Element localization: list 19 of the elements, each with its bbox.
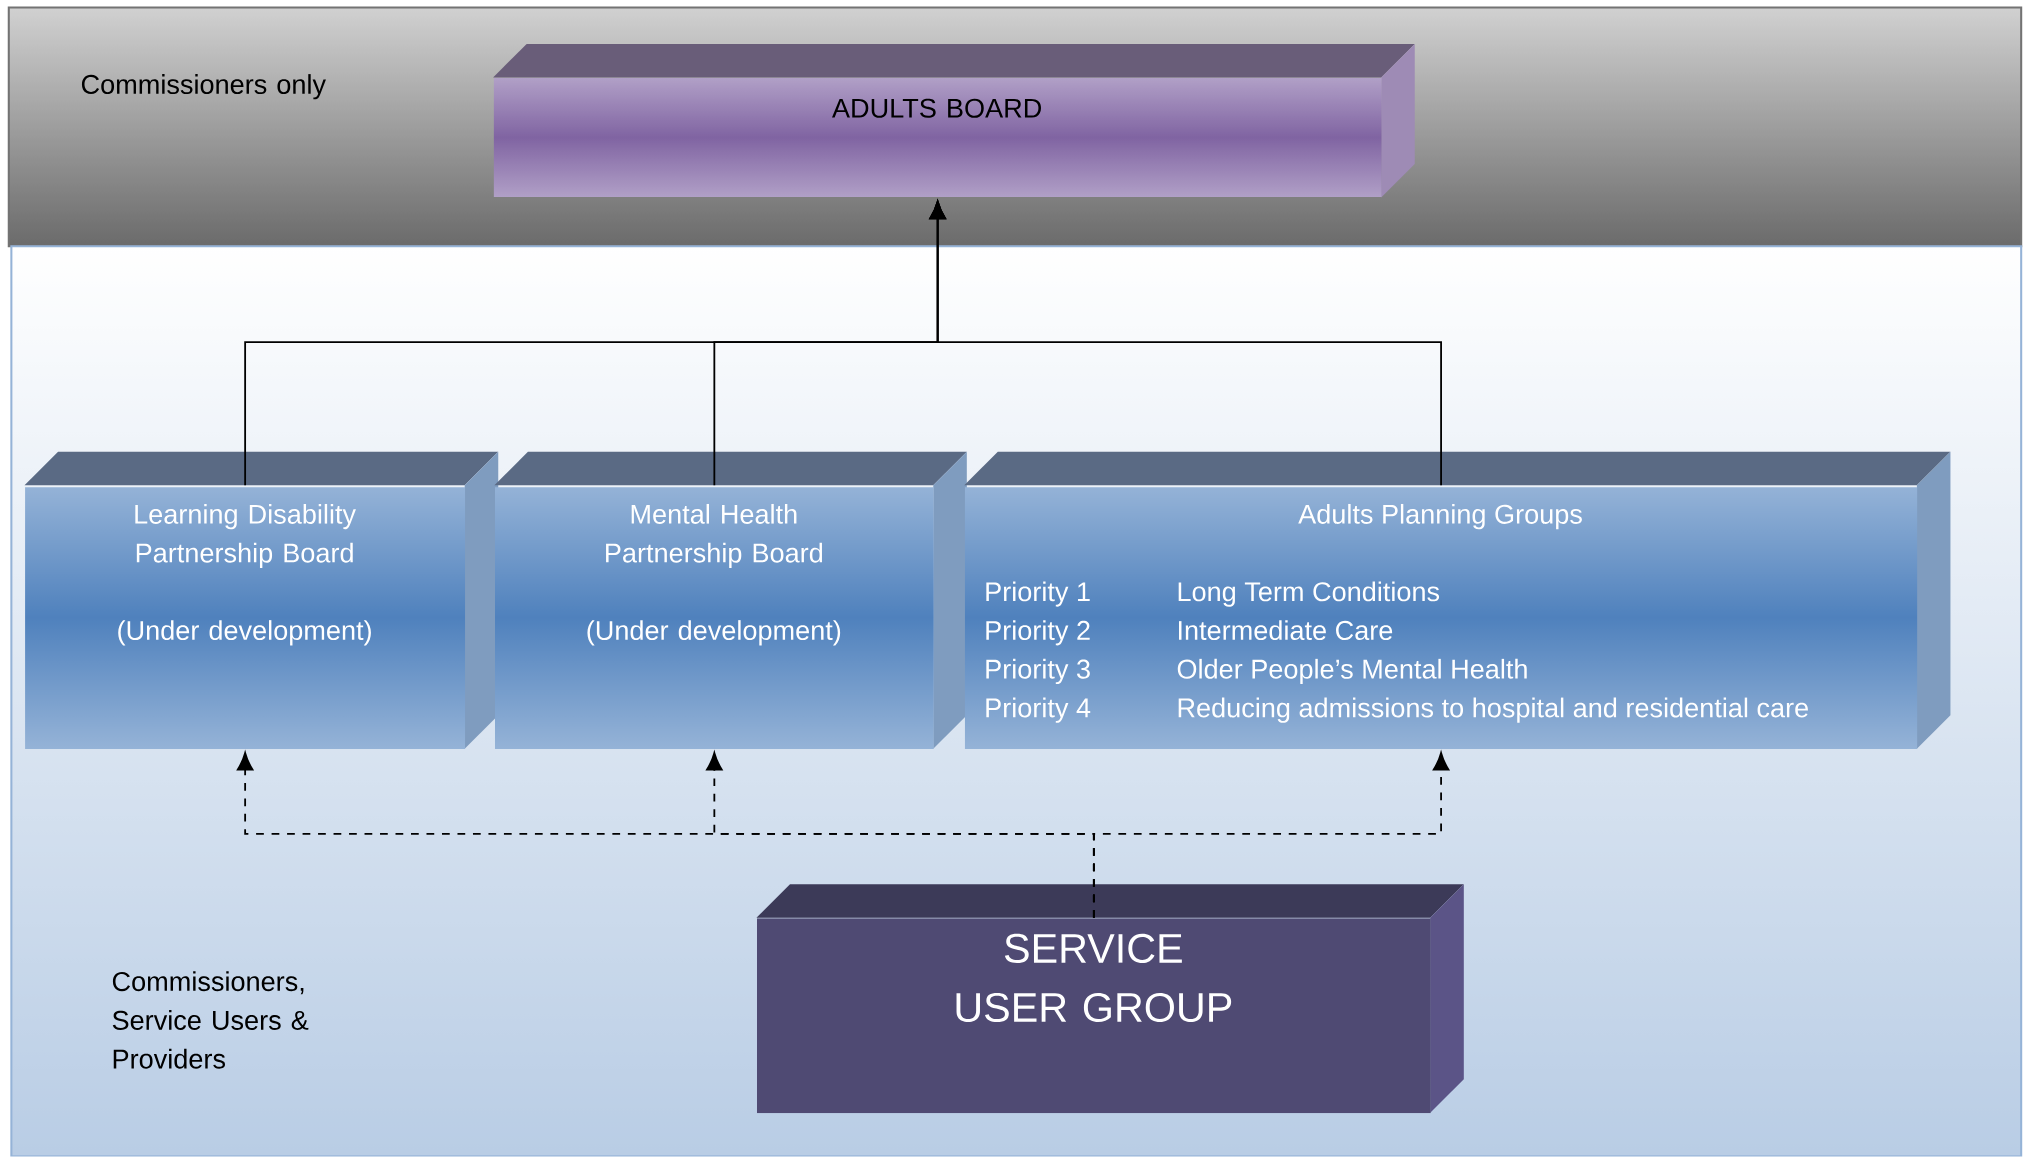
connector-arrow	[929, 201, 1442, 487]
band-label: Commissioners only	[81, 74, 326, 100]
box-label: Mental Health Partnership Board	[606, 504, 823, 569]
table-cell-text: Priority 4	[986, 697, 1091, 724]
table-cell-text: Priority 3	[986, 659, 1090, 685]
connector-arrow	[1092, 752, 1450, 919]
table-cell-text: Intermediate Care	[1179, 620, 1393, 641]
table-cell-text: Reducing admissions to hospital and residential care	[1178, 697, 1808, 724]
box-label: (Under development)	[118, 620, 371, 646]
table-cell-text: Older People’s Mental Health	[1177, 659, 1527, 685]
box-label: Adults Planning Groups	[1298, 504, 1582, 530]
table-cell-text: Priority 2	[986, 620, 1090, 646]
box-label: (Under development)	[587, 620, 841, 646]
box-label: ADULTS BOARD	[832, 98, 1041, 119]
table-cell-text: Priority 1	[986, 581, 1090, 607]
table-cell-text: Long Term Conditions	[1178, 581, 1440, 607]
box-label: Learning Disability Partnership Board	[135, 504, 356, 569]
band-label: Commissioners, Service Users & Providers	[112, 971, 309, 1069]
box-label: SERVICE USER GROUP	[956, 934, 1232, 1023]
